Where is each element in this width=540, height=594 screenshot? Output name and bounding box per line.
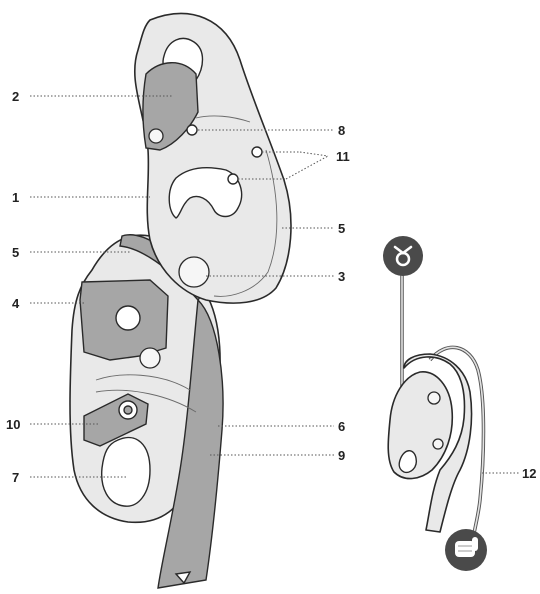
side-plate-upper (135, 14, 291, 304)
brake-hand-icon (445, 529, 487, 571)
mini-pivot-2 (433, 439, 443, 449)
label-6: 6 (338, 419, 345, 434)
top-lever-dot (149, 129, 163, 143)
label-11: 11 (336, 149, 350, 164)
rivet-11b (228, 174, 238, 184)
label-3: 3 (338, 269, 345, 284)
installed-view (383, 236, 487, 571)
latch-pivot-inner (124, 406, 132, 414)
rivet-8 (187, 125, 197, 135)
mini-pivot-1 (428, 392, 440, 404)
cam-axle (140, 348, 160, 368)
label-8: 8 (338, 123, 345, 138)
mini-device-plate (388, 372, 452, 479)
main-device (70, 14, 291, 588)
rivet-11a (252, 147, 262, 157)
cam-pivot (116, 306, 140, 330)
connection-hole (102, 438, 150, 507)
label-9: 9 (338, 448, 345, 463)
label-5-right: 5 (338, 221, 345, 236)
anchor-icon (383, 236, 423, 276)
label-4: 4 (12, 296, 20, 311)
label-12: 12 (522, 466, 536, 481)
bolt-3 (179, 257, 209, 287)
label-2: 2 (12, 89, 19, 104)
label-7: 7 (12, 470, 19, 485)
label-1: 1 (12, 190, 19, 205)
label-5-left: 5 (12, 245, 19, 260)
label-10: 10 (6, 417, 20, 432)
